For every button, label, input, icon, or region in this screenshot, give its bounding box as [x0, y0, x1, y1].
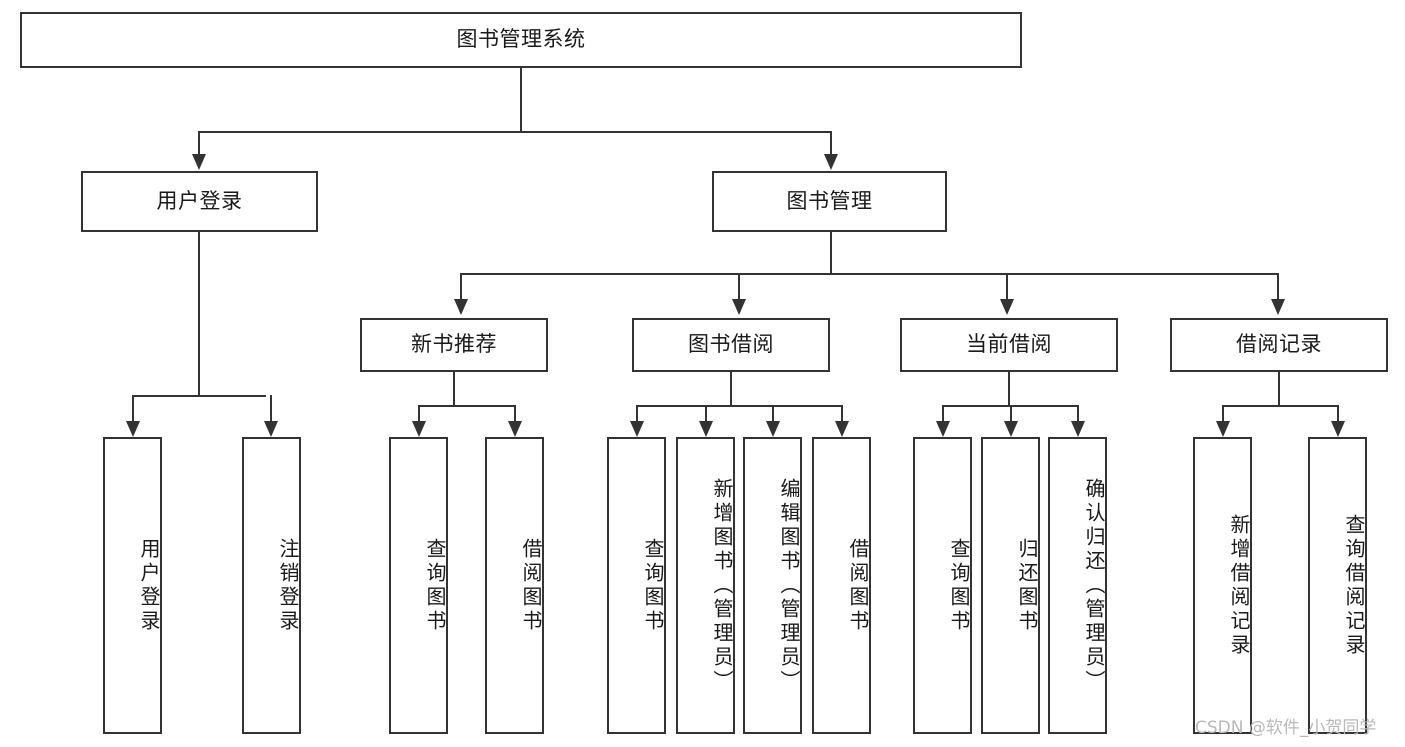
node-label: 当前借阅: [966, 332, 1052, 357]
arrowhead-br-2: [1331, 421, 1345, 437]
connector-drop-login-1: [132, 395, 134, 421]
connector-drop-login-2: [270, 395, 272, 421]
connector-level2-bus: [198, 131, 832, 133]
arrowhead-bb-2: [699, 421, 713, 437]
leaf-label: 查询借阅记录: [1342, 513, 1366, 658]
node-book-management[interactable]: 图书管理: [712, 171, 947, 232]
arrowhead-bb-1: [630, 421, 644, 437]
arrowhead-bb-4: [835, 421, 849, 437]
connector-drop-book-borrow: [738, 273, 740, 299]
leaf-label: 归还图书: [1015, 537, 1039, 634]
arrowhead-cb-2: [1004, 421, 1018, 437]
node-root-book-management-system[interactable]: 图书管理系统: [20, 12, 1022, 68]
connector-drop-cb-3: [1077, 405, 1079, 421]
connector-drop-br-2: [1337, 405, 1339, 421]
connector-drop-nb-2: [514, 405, 516, 421]
leaf-label: 注销登录: [276, 537, 300, 634]
connector-current-borrow-stem: [1008, 372, 1010, 405]
arrowhead-nb-2: [508, 421, 522, 437]
csdn-watermark: CSDN @软件_小贺同学: [1195, 718, 1377, 738]
leaf-book-borrow-add-book-admin[interactable]: 新增图书（管理员）: [676, 437, 735, 734]
leaf-label: 新增借阅记录: [1227, 513, 1251, 658]
leaf-book-borrow-edit-book-admin[interactable]: 编辑图书（管理员）: [743, 437, 802, 734]
connector-borrow-record-stem: [1278, 372, 1280, 405]
node-label: 图书管理系统: [456, 27, 586, 52]
connector-drop-bb-2: [705, 405, 707, 421]
node-label: 图书借阅: [688, 332, 774, 357]
connector-borrow-record-bus: [1222, 405, 1339, 407]
connector-drop-user-login: [198, 131, 200, 154]
arrowhead-current-borrow: [1000, 299, 1014, 315]
leaf-borrow-record-query-record[interactable]: 查询借阅记录: [1308, 437, 1367, 734]
connector-drop-bb-3: [772, 405, 774, 421]
node-current-borrow[interactable]: 当前借阅: [900, 318, 1118, 372]
leaf-book-borrow-borrow-book[interactable]: 借阅图书: [812, 437, 871, 734]
leaf-borrow-record-add-record[interactable]: 新增借阅记录: [1193, 437, 1252, 734]
connector-user-login-bus: [132, 395, 266, 397]
arrowhead-book-management: [824, 154, 838, 170]
connector-level3-bus: [460, 273, 1279, 275]
connector-drop-borrow-record: [1277, 273, 1279, 299]
arrowhead-br-1: [1216, 421, 1230, 437]
node-label: 用户登录: [156, 188, 243, 213]
connector-drop-bb-4: [841, 405, 843, 421]
connector-drop-cb-1: [942, 405, 944, 421]
node-label: 图书管理: [786, 188, 873, 213]
connector-drop-nb-1: [418, 405, 420, 421]
connector-book-management-stem: [830, 232, 832, 273]
arrowhead-login-2: [264, 421, 278, 437]
connector-new-book-bus: [418, 405, 514, 407]
arrowhead-user-login: [192, 154, 206, 170]
leaf-current-borrow-return-book[interactable]: 归还图书: [981, 437, 1040, 734]
connector-drop-book-management: [830, 131, 832, 154]
connector-drop-bb-1: [636, 405, 638, 421]
leaf-user-login-logout[interactable]: 注销登录: [242, 437, 301, 734]
connector-book-borrow-bus: [636, 405, 843, 407]
node-user-login[interactable]: 用户登录: [81, 171, 318, 232]
leaf-label: 查询图书: [423, 537, 447, 634]
leaf-label: 编辑图书（管理员）: [777, 477, 801, 694]
leaf-label: 借阅图书: [519, 537, 543, 634]
leaf-label: 借阅图书: [846, 537, 870, 634]
node-new-book-recommend[interactable]: 新书推荐: [360, 318, 548, 372]
arrowhead-cb-1: [936, 421, 950, 437]
connector-drop-new-book: [460, 273, 462, 299]
arrowhead-login-1: [126, 421, 140, 437]
node-borrow-record[interactable]: 借阅记录: [1170, 318, 1388, 372]
connector-drop-current-borrow: [1006, 273, 1008, 299]
leaf-book-borrow-query-book[interactable]: 查询图书: [607, 437, 666, 734]
arrowhead-new-book: [454, 299, 468, 315]
connector-drop-br-1: [1222, 405, 1224, 421]
connector-drop-cb-2: [1010, 405, 1012, 421]
node-label: 新书推荐: [411, 332, 497, 357]
connector-book-borrow-stem: [730, 372, 732, 405]
leaf-current-borrow-query-book[interactable]: 查询图书: [913, 437, 972, 734]
connector-user-login-stem: [198, 232, 200, 395]
leaf-current-borrow-confirm-return-admin[interactable]: 确认归还（管理员）: [1048, 437, 1107, 734]
leaf-label: 新增图书（管理员）: [710, 477, 734, 694]
connector-new-book-stem: [453, 372, 455, 405]
leaf-new-book-borrow-book[interactable]: 借阅图书: [485, 437, 544, 734]
node-label: 借阅记录: [1236, 332, 1322, 357]
arrowhead-bb-3: [766, 421, 780, 437]
leaf-user-login-login[interactable]: 用户登录: [103, 437, 162, 734]
arrowhead-cb-3: [1071, 421, 1085, 437]
arrowhead-borrow-record: [1271, 299, 1285, 315]
arrowhead-nb-1: [412, 421, 426, 437]
leaf-label: 查询图书: [641, 537, 665, 634]
leaf-new-book-query-book[interactable]: 查询图书: [389, 437, 448, 734]
leaf-label: 查询图书: [947, 537, 971, 634]
connector-root-stem: [520, 68, 522, 131]
leaf-label: 确认归还（管理员）: [1082, 477, 1106, 694]
node-book-borrow[interactable]: 图书借阅: [632, 318, 830, 372]
leaf-label: 用户登录: [137, 537, 161, 634]
arrowhead-book-borrow: [732, 299, 746, 315]
